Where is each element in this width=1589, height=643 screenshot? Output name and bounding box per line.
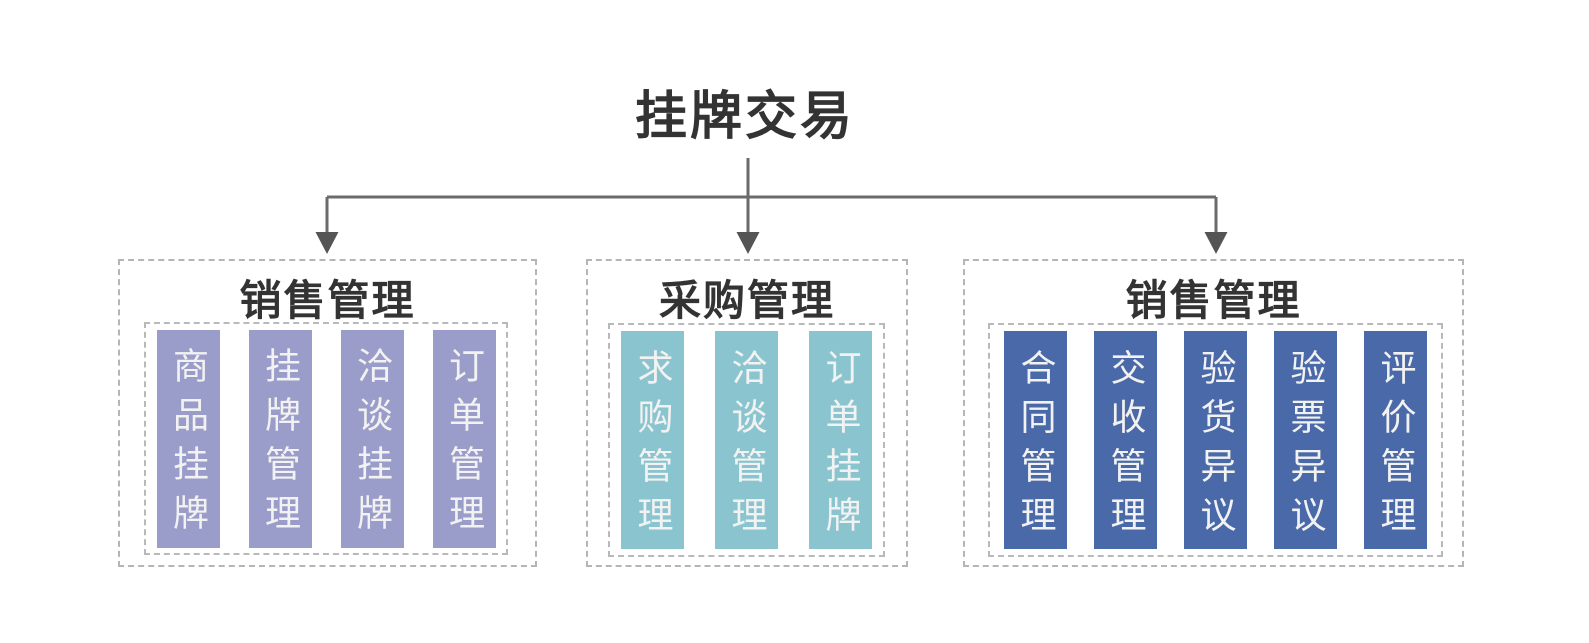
module-label: 订单管理 <box>444 347 485 543</box>
group-box-sales: 销售管理 商品挂牌 挂牌管理 洽谈挂牌 订单管理 <box>118 259 537 567</box>
module-card: 验票异议 <box>1274 331 1337 549</box>
group-title: 采购管理 <box>658 277 835 324</box>
module-card: 订单挂牌 <box>809 331 872 549</box>
group-box-sales-2: 销售管理 合同管理 交收管理 验货异议 验票异议 评价管理 <box>963 259 1464 567</box>
group-box-purchase: 采购管理 求购管理 洽谈管理 订单挂牌 <box>586 259 908 567</box>
module-label: 订单挂牌 <box>820 348 862 545</box>
module-label: 合同管理 <box>1015 348 1057 545</box>
module-card: 验货异议 <box>1184 331 1247 549</box>
module-card: 洽谈管理 <box>715 331 778 549</box>
module-card: 订单管理 <box>432 329 496 548</box>
module-card: 交收管理 <box>1094 331 1157 549</box>
module-label: 求购管理 <box>632 348 674 545</box>
module-card: 挂牌管理 <box>248 329 312 548</box>
module-label: 挂牌管理 <box>260 347 301 543</box>
module-label: 验票异议 <box>1285 348 1327 545</box>
module-label: 验货异议 <box>1195 348 1237 545</box>
module-card: 评价管理 <box>1364 331 1427 549</box>
module-label: 商品挂牌 <box>168 347 209 543</box>
module-label: 洽谈挂牌 <box>352 347 393 543</box>
arrowhead-down-icon <box>315 232 339 254</box>
module-card: 求购管理 <box>621 331 684 549</box>
group-title: 销售管理 <box>1125 277 1302 324</box>
module-label: 交收管理 <box>1105 348 1147 545</box>
module-card: 洽谈挂牌 <box>340 329 404 548</box>
module-list: 求购管理 洽谈管理 订单挂牌 <box>608 323 885 557</box>
module-list: 商品挂牌 挂牌管理 洽谈挂牌 订单管理 <box>144 322 508 555</box>
module-label: 评价管理 <box>1375 348 1417 545</box>
module-card: 合同管理 <box>1004 331 1067 549</box>
module-label: 洽谈管理 <box>726 348 768 545</box>
arrowhead-down-icon <box>1204 232 1228 254</box>
arrowhead-down-icon <box>736 232 760 254</box>
diagram-title: 挂牌交易 <box>634 88 856 146</box>
module-list: 合同管理 交收管理 验货异议 验票异议 评价管理 <box>988 323 1443 557</box>
group-title: 销售管理 <box>239 277 416 324</box>
module-card: 商品挂牌 <box>156 329 220 548</box>
